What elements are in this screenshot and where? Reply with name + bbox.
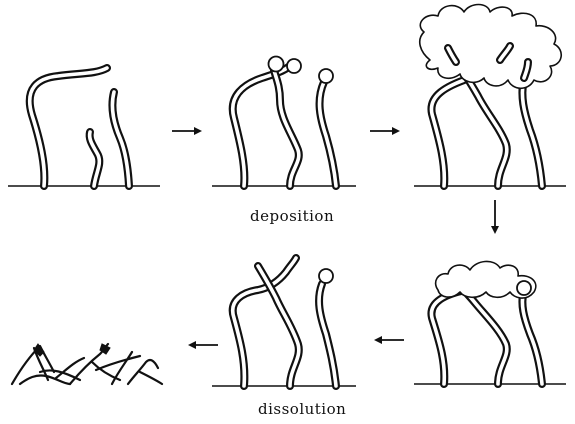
arrow-left-1 <box>374 336 404 344</box>
deposit-bead <box>269 57 284 72</box>
panel-5-filament-right <box>319 284 336 386</box>
panel-1-filament-short <box>90 132 100 186</box>
panel-5-after-dissolution <box>212 258 356 386</box>
panel-1-filament-right <box>112 92 129 186</box>
debris-fragment <box>12 346 54 384</box>
arrow-left-2 <box>188 341 218 349</box>
arrow-right-2 <box>370 127 400 135</box>
panel-1-bare-filaments <box>8 68 160 186</box>
debris-fragment <box>20 375 70 384</box>
panel-4-filament-right <box>522 290 542 384</box>
panel-3-full-crust <box>414 5 566 187</box>
debris-fragment <box>128 360 162 384</box>
deposit-bead <box>319 69 333 83</box>
deposit-bead <box>287 59 301 73</box>
panel-3-filament-right <box>522 78 542 186</box>
panel-2-deposition-start <box>212 57 356 187</box>
panel-4-crust-thinning <box>414 261 566 384</box>
deposit-bead <box>319 269 333 283</box>
panel-2-filament-middle <box>274 70 299 186</box>
panel-2-filament-right <box>320 82 336 186</box>
deposition-label: deposition <box>250 207 334 225</box>
panel-3-crust <box>420 5 562 89</box>
dissolution-label: dissolution <box>258 400 346 418</box>
panel-6-collapsed-debris <box>12 344 162 384</box>
arrow-right-1 <box>172 127 202 135</box>
arrow-down <box>491 200 499 234</box>
deposit-bead <box>517 281 531 295</box>
